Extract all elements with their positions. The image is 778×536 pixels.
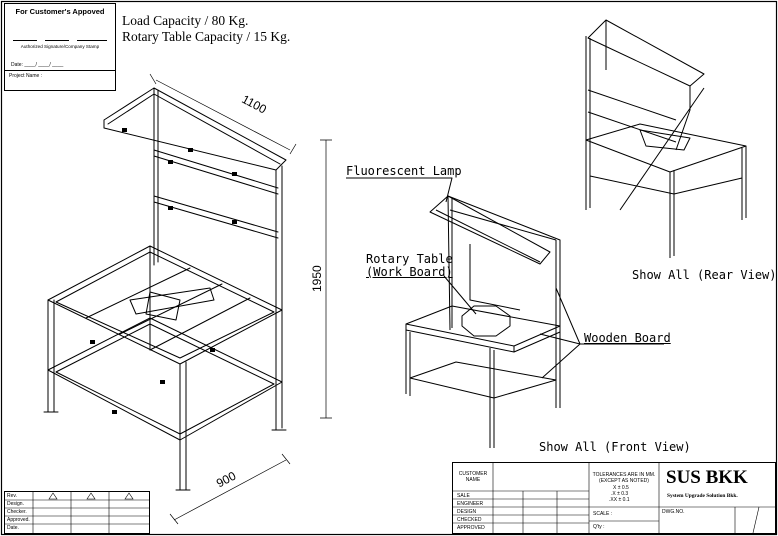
title-block-grid (453, 463, 775, 533)
callout-wooden-board: Wooden Board (584, 331, 671, 345)
checker-row-label: Checker. (7, 509, 27, 515)
title-block: CUSTOMER NAME SALE ENGINEER DESIGN CHECK… (452, 462, 776, 534)
rotary-capacity-note: Rotary Table Capacity / 15 Kg. (122, 29, 291, 44)
front-view-label: Show All (Front View) (539, 440, 691, 454)
rev-row-label: Rev. (7, 493, 17, 499)
signature-label: Authorized Signature/Company Stamp (20, 44, 100, 49)
tolerances-note: (EXCEPT AS NOTED) (599, 478, 649, 484)
company-brand: SUS BKK (666, 467, 748, 488)
role-checked: CHECKED (457, 517, 482, 523)
customer-name-line2: NAME (465, 477, 481, 483)
callout-rotary-table: Rotary Table (366, 252, 453, 266)
revision-table: Rev. Design. Checker. Approved. Date. (4, 491, 150, 534)
company-subtitle: System Upgrade Solution Bkk. (667, 493, 738, 499)
signature-line (45, 40, 69, 41)
customer-name-line1: CUSTOMER (458, 471, 488, 477)
role-design: DESIGN (457, 509, 477, 515)
signature-line (13, 40, 37, 41)
callout-fluorescent-lamp: Fluorescent Lamp (346, 164, 462, 178)
design-row-label: Design. (7, 501, 24, 507)
signature-line (77, 40, 107, 41)
role-engineer: ENGINEER (457, 501, 484, 507)
role-approved: APPROVED (457, 525, 485, 531)
customer-approval-box: For Customer's Appoved Authorized Signat… (4, 3, 116, 91)
qty-label: Q'ty : (593, 524, 605, 530)
project-name-label: Project Name : (9, 73, 43, 79)
tolerance-xxx: .XX ± 0.1 (609, 497, 630, 503)
dwg-no-label: DWG.NO. (662, 509, 685, 515)
role-sale: SALE (457, 493, 470, 499)
scale-label: SCALE : (593, 511, 613, 517)
approved-row-label: Approved. (7, 517, 30, 523)
tolerances-title: TOLERANCES ARE IN MM. (592, 472, 656, 478)
approval-title: For Customer's Appoved (15, 7, 105, 16)
project-row-divider (5, 70, 115, 71)
callout-work-board: (Work Board) (366, 265, 453, 279)
tolerance-x: X ± 0.5 (613, 485, 629, 491)
approval-date-label: Date: ____/ ____/ ____ (11, 62, 64, 68)
date-row-label: Date. (7, 525, 19, 531)
tolerance-xx: .X ± 0.3 (611, 491, 629, 497)
revision-grid (5, 492, 149, 533)
load-capacity-note: Load Capacity / 80 Kg. (122, 13, 249, 28)
rear-view-label: Show All (Rear View) (632, 268, 777, 282)
